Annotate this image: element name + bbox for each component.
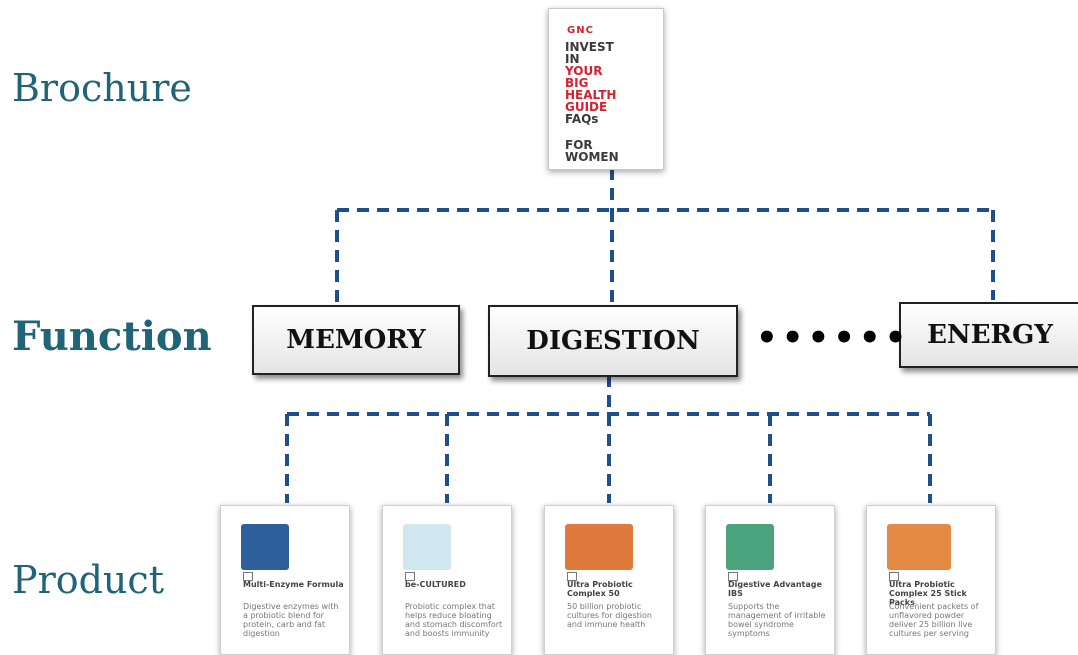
function-box-digestion: DIGESTION	[488, 305, 738, 377]
product-name: Multi-Enzyme Formula	[243, 580, 344, 589]
checkbox-icon	[405, 572, 415, 581]
product-image	[726, 524, 774, 570]
function-box-memory: MEMORY	[252, 305, 460, 375]
checkbox-icon	[567, 572, 577, 581]
function-label: ENERGY	[927, 320, 1053, 350]
product-card: Ultra Probiotic Complex 25 Stick Packs C…	[866, 505, 996, 655]
product-description: Digestive enzymes with a probiotic blend…	[243, 602, 339, 638]
level-label-brochure: Brochure	[12, 66, 192, 110]
product-image	[565, 524, 633, 570]
product-card: Ultra Probiotic Complex 50 50 billion pr…	[544, 505, 674, 655]
product-card: be-CULTURED Probiotic complex that helps…	[382, 505, 512, 655]
product-card: Multi-Enzyme Formula Digestive enzymes w…	[220, 505, 350, 655]
product-image	[403, 524, 451, 570]
brochure-line: IN	[565, 52, 580, 66]
product-name: Ultra Probiotic Complex 50	[567, 580, 633, 598]
brochure-thumbnail: GNC INVEST IN YOUR BIG HEALTH GUIDE FAQs…	[548, 8, 664, 170]
level-label-function: Function	[12, 313, 212, 360]
product-name: be-CULTURED	[405, 580, 466, 589]
product-description: Probiotic complex that helps reduce bloa…	[405, 602, 503, 638]
brochure-footer: WOMEN	[565, 150, 619, 164]
brochure-line: INVEST	[565, 40, 614, 54]
product-card: Digestive Advantage IBS Supports the man…	[705, 505, 835, 655]
brochure-line: FAQs	[565, 112, 599, 126]
product-description: Supports the management of irritable bow…	[728, 602, 826, 638]
brochure-logo: GNC	[567, 25, 594, 36]
product-image	[887, 524, 951, 570]
product-name: Digestive Advantage IBS	[728, 580, 822, 598]
brochure-line: YOUR	[565, 64, 603, 78]
function-label: MEMORY	[286, 325, 426, 355]
ellipsis-dots: ••••••	[756, 318, 911, 358]
checkbox-icon	[243, 572, 253, 581]
product-image	[241, 524, 289, 570]
brochure-footer: FOR	[565, 138, 593, 152]
brochure-line: GUIDE	[565, 100, 608, 114]
function-box-energy: ENERGY	[899, 302, 1078, 368]
checkbox-icon	[889, 572, 899, 581]
brochure-line: HEALTH	[565, 88, 617, 102]
product-name: Ultra Probiotic Complex 25 Stick Packs	[889, 580, 967, 607]
product-description: Convenient packets of unflavored powder …	[889, 602, 979, 638]
product-description: 50 billion probiotic cultures for digest…	[567, 602, 652, 629]
function-label: DIGESTION	[526, 326, 700, 356]
brochure-line: BIG	[565, 76, 589, 90]
level-label-product: Product	[12, 558, 164, 602]
checkbox-icon	[728, 572, 738, 581]
